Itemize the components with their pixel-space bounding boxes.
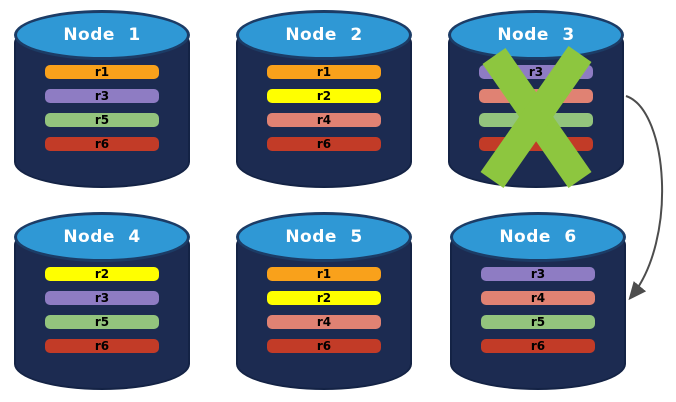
node-6: Node 6 r3 r4 r5 r6: [450, 212, 626, 390]
replica-list: r1 r2 r4 r6: [236, 65, 412, 151]
failure-x-icon: [480, 45, 592, 189]
replica-list: r3 r4 r5 r6: [450, 267, 626, 353]
node-title: Node 2: [285, 25, 363, 45]
cylinder-top: Node 4: [14, 212, 190, 262]
replica-bar-r2: r2: [267, 291, 381, 305]
node-2: Node 2 r1 r2 r4 r6: [236, 10, 412, 188]
replica-bar-r4: r4: [481, 291, 595, 305]
replica-bar-r3: r3: [45, 291, 159, 305]
cylinder-top: Node 6: [450, 212, 626, 262]
replica-bar-r5: r5: [481, 315, 595, 329]
cylinder-top: Node 3: [448, 10, 624, 60]
node-4: Node 4 r2 r3 r5 r6: [14, 212, 190, 390]
replica-list: r2 r3 r5 r6: [14, 267, 190, 353]
replica-bar-r1: r1: [267, 65, 381, 79]
replica-bar-r2: r2: [267, 89, 381, 103]
replica-bar-r3: r3: [45, 89, 159, 103]
replica-bar-r1: r1: [45, 65, 159, 79]
cylinder-body: [236, 237, 412, 390]
node-title: Node 6: [499, 227, 577, 247]
replica-bar-r6: r6: [267, 137, 381, 151]
replica-bar-r5: r5: [45, 315, 159, 329]
replica-bar-r5: r5: [45, 113, 159, 127]
replica-bar-r4: r4: [267, 113, 381, 127]
cylinder-top: Node 5: [236, 212, 412, 262]
replica-bar-r4: r4: [267, 315, 381, 329]
node-3: Node 3 r3: [448, 10, 624, 189]
replica-list: r1 r3 r5 r6: [14, 65, 190, 151]
replica-bar-r6: r6: [45, 339, 159, 353]
cylinder-body: [14, 237, 190, 390]
node-title: Node 1: [63, 25, 141, 45]
replica-bar-r3: r3: [481, 267, 595, 281]
node-title: Node 3: [497, 25, 575, 45]
cylinder-top: Node 2: [236, 10, 412, 60]
node-1: Node 1 r1 r3 r5 r6: [14, 10, 190, 188]
node-5: Node 5 r1 r2 r4 r6: [236, 212, 412, 390]
arrow-node3-to-node6: [625, 95, 664, 301]
cylinder-body: [236, 35, 412, 188]
cylinder-top: Node 1: [14, 10, 190, 60]
replica-bar-r1: r1: [267, 267, 381, 281]
node-title: Node 5: [285, 227, 363, 247]
replica-bar-r2: r2: [45, 267, 159, 281]
replica-bar-r6: r6: [45, 137, 159, 151]
replica-list: r1 r2 r4 r6: [236, 267, 412, 353]
replica-bar-r6: r6: [267, 339, 381, 353]
node-title: Node 4: [63, 227, 141, 247]
replica-bar-r6: r6: [481, 339, 595, 353]
